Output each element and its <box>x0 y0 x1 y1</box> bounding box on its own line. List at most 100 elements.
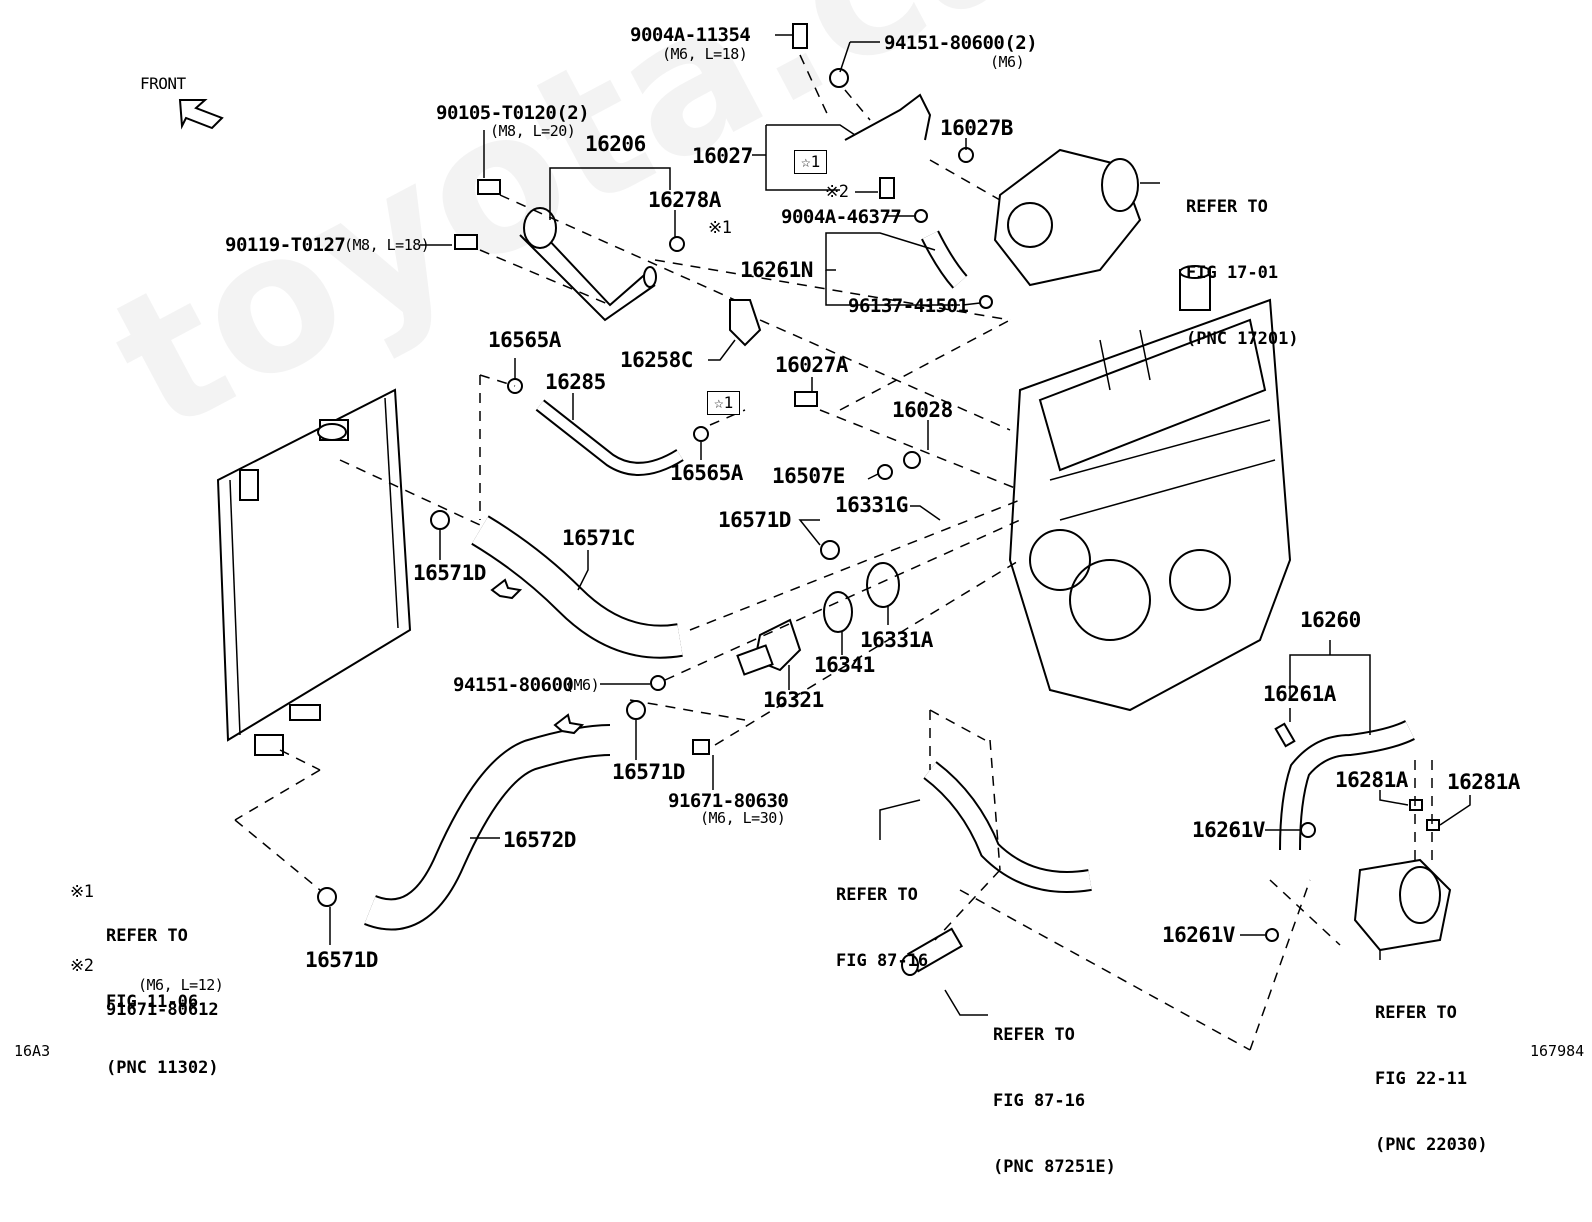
callout-16565A-bottom[interactable]: 16565A <box>670 461 743 485</box>
callout-16321[interactable]: 16321 <box>763 688 824 712</box>
clamp-16281A-b <box>1426 819 1440 831</box>
callout-16331A[interactable]: 16331A <box>860 628 933 652</box>
footnote-line: FIG 11-06 <box>106 992 199 1012</box>
hose-connector-87251E <box>901 927 964 976</box>
callout-16028[interactable]: 16028 <box>892 398 953 422</box>
callout-16281A-a[interactable]: 16281A <box>1335 768 1408 792</box>
ref-line: REFER TO <box>1186 197 1268 217</box>
callout-16571D-c[interactable]: 16571D <box>612 760 685 784</box>
ref-line: FIG 22-11 <box>1375 1069 1468 1089</box>
bracket-16028 <box>903 451 921 469</box>
gasket-16258C <box>729 299 762 347</box>
bolt-note2 <box>879 177 895 199</box>
ref-line: FIG 87-16 <box>836 951 929 971</box>
callout-16258C[interactable]: 16258C <box>620 348 693 372</box>
footnote-line: (PNC 11302) <box>106 1058 219 1078</box>
callout-96137-41501[interactable]: 96137-41501 <box>848 295 969 317</box>
radiator <box>216 388 412 756</box>
figure-code: 16A3 <box>14 1042 51 1060</box>
callout-16027B[interactable]: 16027B <box>940 116 1013 140</box>
thermostat-16331A <box>866 562 900 608</box>
water-inlet-16321 <box>736 618 802 676</box>
footnote-line: REFER TO <box>106 926 188 946</box>
callout-94151-80600[interactable]: 94151-80600 <box>453 674 574 696</box>
throttle-body <box>993 148 1142 287</box>
ref-line: FIG 17-01 <box>1186 263 1279 283</box>
star-note-box-16027: ☆1 <box>794 150 828 174</box>
illustration-number: 167984 <box>1530 1042 1585 1060</box>
ref-line: (PNC 87251E) <box>993 1157 1116 1177</box>
callout-90119-T0127[interactable]: 90119-T0127 <box>225 234 346 256</box>
footnote-1-mark: ※1 <box>70 882 94 902</box>
footnote-2: 91671-80612 <box>106 955 219 1065</box>
footnote-2-spec: (M6, L=12) <box>138 976 224 994</box>
bolt-9004A-46377 <box>914 209 928 223</box>
callout-16027A[interactable]: 16027A <box>775 353 848 377</box>
callout-16261A[interactable]: 16261A <box>1263 682 1336 706</box>
callout-16206[interactable]: 16206 <box>585 132 646 156</box>
callout-16260[interactable]: 16260 <box>1300 608 1361 632</box>
callout-16571D-a[interactable]: 16571D <box>413 561 486 585</box>
reference-fig-87-16-a[interactable]: REFER TO FIG 87-16 <box>836 840 928 1016</box>
callout-16261N[interactable]: 16261N <box>740 258 813 282</box>
ref-line: REFER TO <box>993 1025 1075 1045</box>
clamp-16565A-b <box>693 426 709 442</box>
flow-arrow-icon <box>490 578 523 600</box>
callout-16571D-b[interactable]: 16571D <box>718 508 791 532</box>
callout-16331G[interactable]: 16331G <box>835 493 908 517</box>
parts-diagram: toyota.carmine.ru <box>14 0 1592 1177</box>
pipe-16027 <box>844 93 932 141</box>
spec-90119-T0127: (M8, L=18) <box>344 236 430 254</box>
clamp-16571D-d <box>317 887 337 907</box>
ref-line: REFER TO <box>836 885 918 905</box>
callout-16285[interactable]: 16285 <box>545 370 606 394</box>
footnote-2-mark: ※2 <box>70 956 94 976</box>
note-ref-2: ※2 <box>825 182 849 202</box>
clamp-16027B <box>958 147 974 163</box>
assembly-lines <box>234 54 1433 1051</box>
reference-fig-17-01[interactable]: REFER TO FIG 17-01 (PNC 17201) <box>1186 152 1299 394</box>
callout-94151-80600-2[interactable]: 94151-80600(2) <box>884 32 1038 54</box>
water-pipe-16206 <box>519 207 685 322</box>
bolt-16027A <box>794 391 818 407</box>
engine-block <box>1008 265 1292 712</box>
callout-9004A-11354[interactable]: 9004A-11354 <box>630 24 751 46</box>
callout-16027[interactable]: 16027 <box>692 144 753 168</box>
leader-lines <box>329 34 1471 1016</box>
callout-90105-T0120[interactable]: 90105-T0120(2) <box>436 102 590 124</box>
footnote-line: 91671-80612 <box>106 1000 219 1020</box>
clip-16261V-a <box>1300 822 1316 838</box>
callout-16261V-b[interactable]: 16261V <box>1162 923 1235 947</box>
callout-16571C[interactable]: 16571C <box>562 526 635 550</box>
reference-fig-22-11[interactable]: REFER TO FIG 22-11 (PNC 22030) <box>1375 958 1488 1200</box>
gasket-16341 <box>823 591 853 633</box>
note-ref-1: ※1 <box>708 218 732 238</box>
callout-16281A-b[interactable]: 16281A <box>1447 770 1520 794</box>
callout-16341[interactable]: 16341 <box>814 653 875 677</box>
callout-16565A-top[interactable]: 16565A <box>488 328 561 352</box>
bolt-90105 <box>477 179 501 195</box>
spec-91671-80630: (M6, L=30) <box>700 809 786 827</box>
callout-16507E[interactable]: 16507E <box>772 464 845 488</box>
bolt-91671-80630 <box>692 739 710 755</box>
reference-fig-87-16-b[interactable]: REFER TO FIG 87-16 (PNC 87251E) <box>993 980 1116 1222</box>
clamp-16281A-a <box>1409 799 1423 811</box>
clamp-16571D-b <box>820 540 840 560</box>
nut-94151-80600 <box>829 68 849 88</box>
callout-16261V-a[interactable]: 16261V <box>1192 818 1265 842</box>
connector-16261A <box>1274 722 1296 748</box>
flow-arrow-icon <box>553 713 585 735</box>
callout-9004A-46377[interactable]: 9004A-46377 <box>781 206 902 228</box>
callout-16572D[interactable]: 16572D <box>503 828 576 852</box>
spec-94151-80600: (M6) <box>565 676 600 694</box>
callout-91671-80630[interactable]: 91671-80630 <box>668 790 789 812</box>
clamp-16571D-c <box>626 700 646 720</box>
spec-94151-80600-2: (M6) <box>990 53 1025 71</box>
star-note-box-16565A: ☆1 <box>707 391 741 415</box>
front-label: FRONT <box>140 74 186 93</box>
callout-16278A[interactable]: 16278A <box>648 188 721 212</box>
nut-16507E <box>877 464 893 480</box>
diagram-drawing <box>178 23 1471 1051</box>
footnote-1[interactable]: REFER TO FIG 11-06 (PNC 11302) <box>106 881 219 1123</box>
callout-16571D-d[interactable]: 16571D <box>305 948 378 972</box>
